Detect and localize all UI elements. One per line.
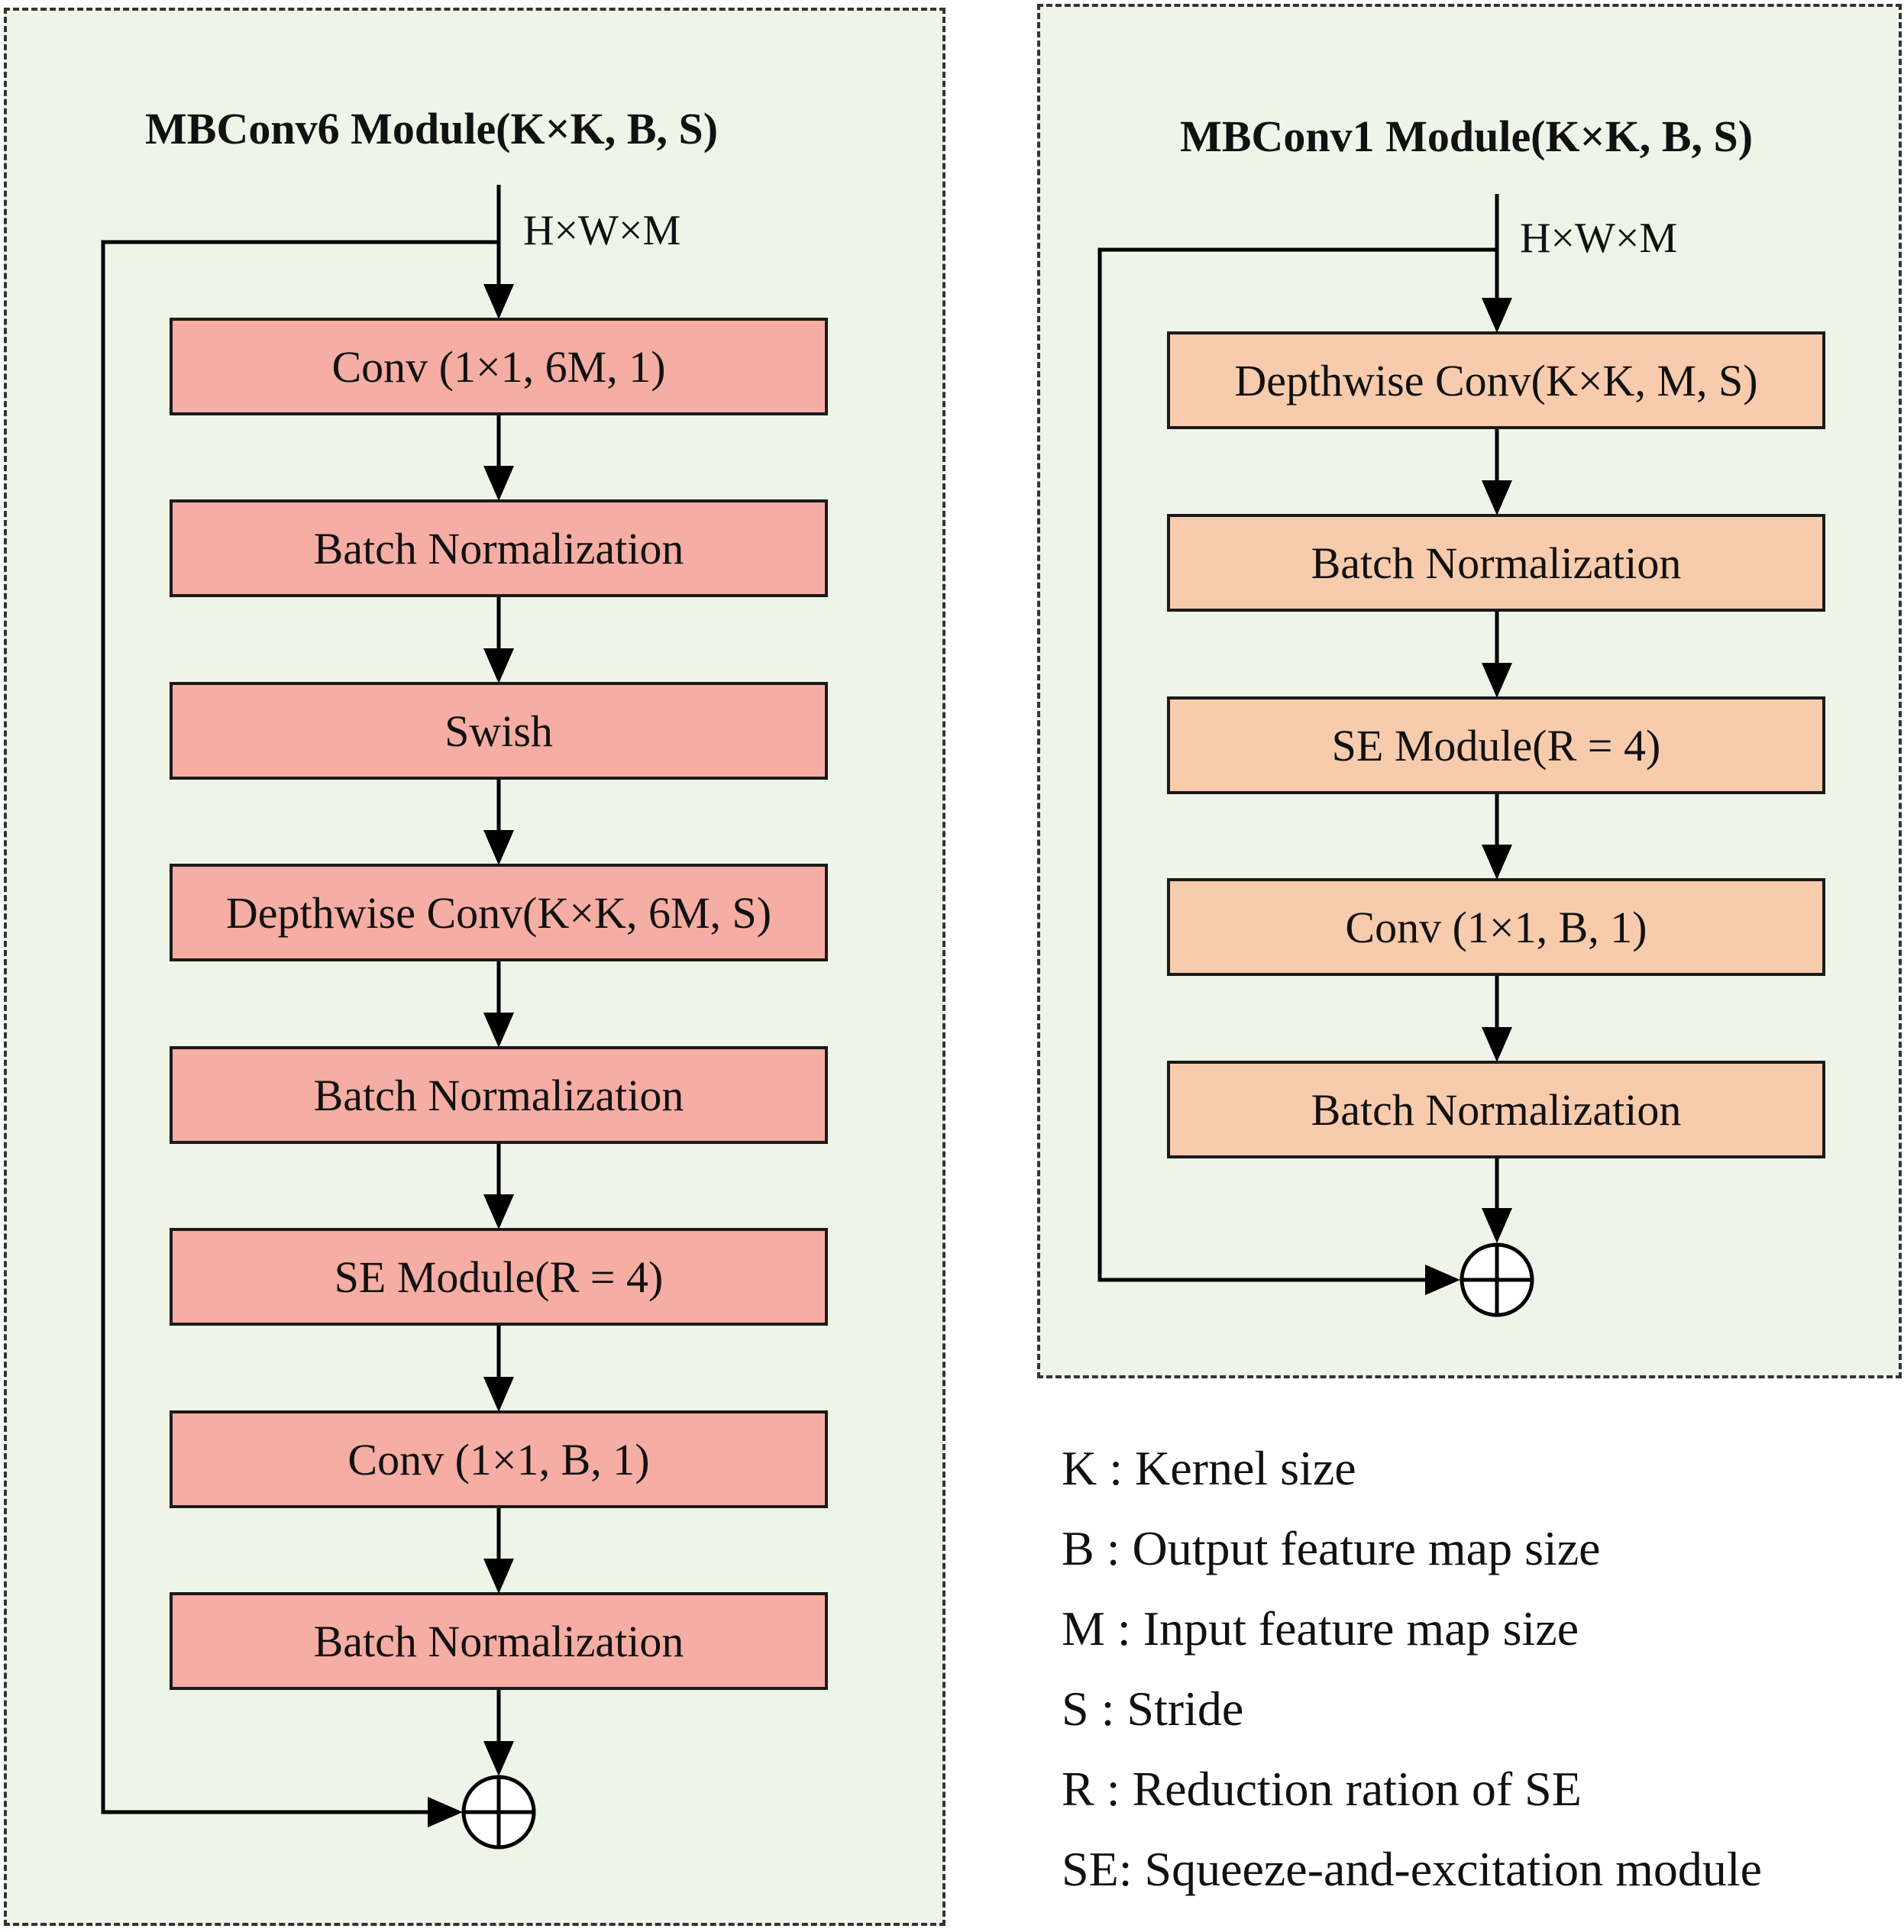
legend-item-kernel: K : Kernel size: [1062, 1441, 1356, 1495]
legend-item-stride: S : Stride: [1062, 1682, 1244, 1736]
arrowhead: [1482, 1027, 1512, 1062]
mbconv6-block-depthwise-conv: Depthwise Conv(K×K, 6M, S): [170, 864, 828, 961]
mbconv1-block-depthwise-conv: Depthwise Conv(K×K, M, S): [1167, 331, 1825, 429]
mbconv6-block-swish: Swish: [170, 682, 828, 780]
arrowhead: [1482, 663, 1512, 698]
arrowhead: [483, 1013, 514, 1048]
circled-plus-icon: [1460, 1242, 1534, 1317]
arrowhead: [1482, 298, 1512, 333]
legend-item-output: B : Output feature map size: [1062, 1521, 1601, 1575]
mbconv6-block-se-module: SE Module(R = 4): [170, 1228, 828, 1326]
mbconv6-input-label: H×W×M: [523, 207, 681, 254]
legend: K : Kernel size B : Output feature map s…: [1062, 1428, 1762, 1909]
mbconv1-skip-connection: [1097, 247, 1497, 1282]
circled-plus-icon: [461, 1775, 536, 1850]
mbconv6-skip-connection: [101, 240, 499, 1814]
arrowhead: [483, 830, 514, 865]
arrowhead: [483, 1377, 514, 1412]
arrowhead: [483, 1741, 514, 1776]
arrowhead: [428, 1797, 463, 1827]
mbconv6-block-conv-project: Conv (1×1, B, 1): [170, 1410, 828, 1508]
mbconv1-input-label: H×W×M: [1520, 215, 1678, 262]
arrowhead: [483, 466, 514, 501]
arrowhead: [1425, 1265, 1460, 1295]
mbconv1-block-batchnorm-2: Batch Normalization: [1167, 1061, 1825, 1158]
legend-item-se: SE: Squeeze-and-excitation module: [1062, 1842, 1763, 1896]
mbconv6-title: MBConv6 Module(K×K, B, S): [145, 104, 719, 153]
arrowhead: [1482, 1208, 1512, 1243]
arrowhead: [483, 648, 514, 683]
mbconv1-block-conv-project: Conv (1×1, B, 1): [1167, 878, 1825, 976]
mbconv6-block-batchnorm-1: Batch Normalization: [170, 499, 828, 597]
mbconv1-block-se-module: SE Module(R = 4): [1167, 696, 1825, 794]
legend-item-input: M : Input feature map size: [1062, 1601, 1579, 1656]
arrowhead: [483, 284, 514, 319]
arrowhead: [1482, 480, 1512, 515]
legend-item-reduction: R : Reduction ration of SE: [1062, 1762, 1582, 1816]
arrowhead: [483, 1559, 514, 1594]
mbconv6-block-batchnorm-2: Batch Normalization: [170, 1046, 828, 1144]
mbconv1-title: MBConv1 Module(K×K, B, S): [1180, 111, 1754, 161]
arrowhead: [1482, 845, 1512, 880]
mbconv1-block-batchnorm-1: Batch Normalization: [1167, 514, 1825, 612]
arrowhead: [483, 1194, 514, 1229]
